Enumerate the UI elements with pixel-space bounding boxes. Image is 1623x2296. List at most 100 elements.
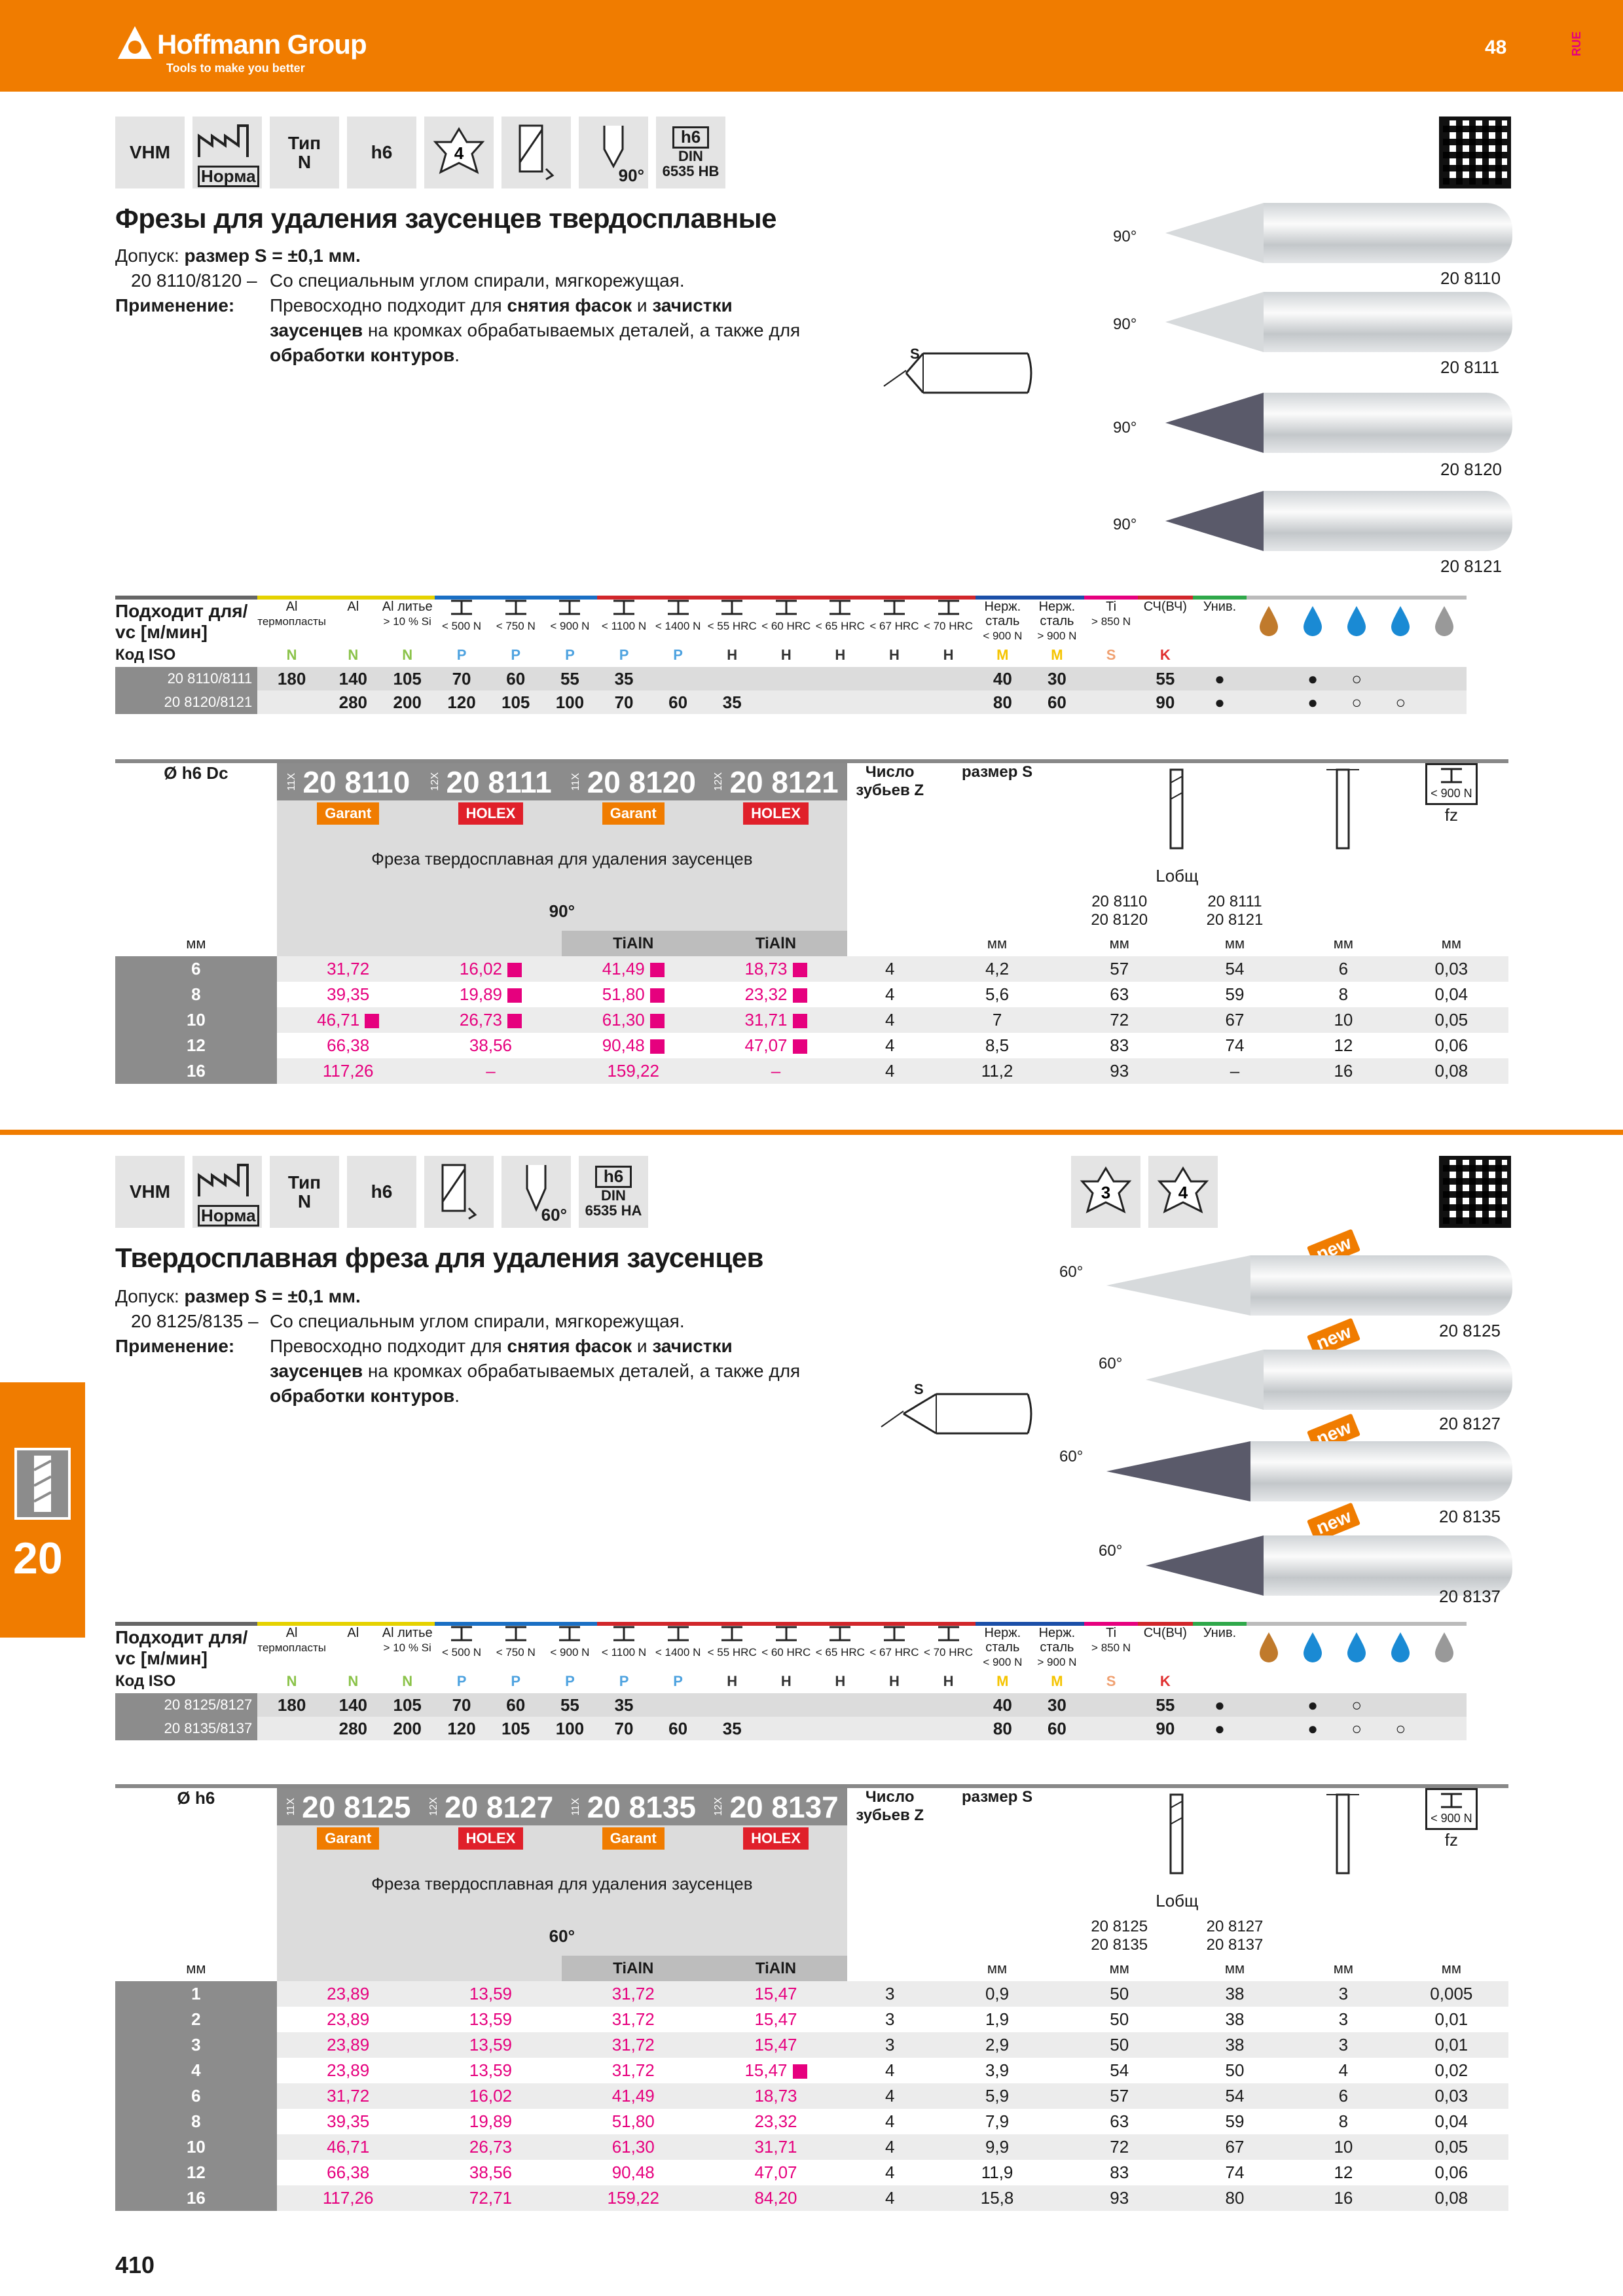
price-cell[interactable]: 39,35 bbox=[327, 984, 370, 1004]
price-cell[interactable]: 61,30 bbox=[611, 2137, 655, 2157]
price-cell[interactable]: 19,89 bbox=[469, 2111, 512, 2131]
article-code-cell[interactable]: 11X 20 8110 bbox=[276, 761, 420, 800]
article-code-cell[interactable]: 12X 20 8137 bbox=[704, 1786, 847, 1825]
article-code-cell[interactable]: 12X 20 8121 bbox=[704, 761, 847, 800]
price-cell[interactable]: 117,26 bbox=[322, 1061, 374, 1081]
price-cell[interactable]: 31,72 bbox=[611, 2060, 655, 2080]
application-text-1: Превосходно подходит для снятия фасок и … bbox=[270, 295, 801, 365]
price-cell[interactable]: 15,47 bbox=[754, 2035, 797, 2054]
diameter: 8 bbox=[115, 982, 277, 1007]
tool-angle: 90° bbox=[1113, 228, 1137, 245]
price-cell[interactable]: 38,56 bbox=[469, 2162, 512, 2182]
price-cell[interactable]: 31,72 bbox=[611, 2009, 655, 2029]
tolerance-1: Допуск: размер S = ±0,1 мм. bbox=[115, 243, 361, 268]
price-cell[interactable]: 26,73 bbox=[420, 1007, 562, 1033]
price-cell[interactable]: 13,59 bbox=[469, 1984, 512, 2003]
price-cell[interactable]: 39,35 bbox=[327, 2111, 370, 2131]
article-code-cell[interactable]: 11X 20 8125 bbox=[276, 1786, 420, 1825]
price-cell[interactable]: 19,89 bbox=[420, 982, 562, 1007]
material-header: < 900 N bbox=[543, 596, 597, 643]
spec-l2: 38 bbox=[1225, 2035, 1245, 2054]
price-cell[interactable]: 66,38 bbox=[327, 2162, 370, 2182]
price-cell[interactable]: 159,22 bbox=[607, 1061, 659, 1081]
spec-s: 0,9 bbox=[985, 1984, 1010, 2003]
price-cell[interactable]: 31,72 bbox=[327, 2086, 370, 2106]
price-cell[interactable]: 38,56 bbox=[469, 1035, 512, 1055]
price-cell[interactable]: 90,48 bbox=[611, 2162, 655, 2182]
price-cell[interactable]: 18,73 bbox=[754, 2086, 797, 2106]
price-cell[interactable]: 41,49 bbox=[611, 2086, 655, 2106]
iso-code: H bbox=[780, 1673, 792, 1689]
note-codes-2: 20 8125/8135 – bbox=[131, 1311, 259, 1331]
price-cell[interactable]: 16,02 bbox=[420, 956, 562, 982]
price-cell[interactable]: 117,26 bbox=[322, 2188, 374, 2208]
price-cell[interactable]: 51,80 bbox=[562, 982, 704, 1007]
din-number: 6535 HB bbox=[662, 162, 720, 179]
article-code-cell[interactable]: 11X 20 8120 bbox=[562, 761, 705, 800]
article-code-cell[interactable]: 12X 20 8111 bbox=[419, 761, 562, 800]
price-cell[interactable]: 41,49 bbox=[562, 956, 704, 982]
price-cell[interactable]: 46,71 bbox=[277, 1007, 420, 1033]
price-cell[interactable]: 159,22 bbox=[607, 2188, 659, 2208]
spec-z: 4 bbox=[884, 1061, 895, 1081]
iso-code: P bbox=[619, 1673, 629, 1689]
price-cell[interactable]: 13,59 bbox=[469, 2009, 512, 2029]
steel-beam-icon bbox=[830, 1626, 851, 1641]
spec-z: 4 bbox=[884, 2162, 895, 2182]
brand-logo-cell: Garant bbox=[562, 800, 705, 826]
price-cell[interactable]: 46,71 bbox=[327, 2137, 370, 2157]
price-cell[interactable]: 23,32 bbox=[754, 2111, 797, 2131]
cutting-speed: 70 bbox=[614, 692, 634, 712]
material-header: Al bbox=[325, 596, 380, 643]
qr-code-2[interactable] bbox=[1439, 1156, 1511, 1228]
spec-z: 4 bbox=[884, 1010, 895, 1030]
price-cell[interactable]: 31,72 bbox=[611, 1984, 655, 2003]
teeth-count-label: Число зубьев Z bbox=[856, 1788, 924, 1824]
price-cell[interactable]: 23,89 bbox=[327, 2035, 370, 2054]
price-cell[interactable]: 31,72 bbox=[327, 959, 370, 978]
price-cell[interactable]: 16,02 bbox=[469, 2086, 512, 2106]
spec-z: 4 bbox=[884, 2137, 895, 2157]
price-cell[interactable]: 31,72 bbox=[611, 2035, 655, 2054]
price-cell[interactable]: 23,32 bbox=[704, 982, 847, 1007]
price-cell[interactable]: 47,07 bbox=[754, 2162, 797, 2182]
diameter: 16 bbox=[115, 1058, 277, 1084]
price-cell[interactable]: 51,80 bbox=[611, 2111, 655, 2131]
steel-beam-icon bbox=[667, 1626, 689, 1641]
diameter: 8 bbox=[115, 2109, 277, 2134]
price-cell[interactable]: 15,47 bbox=[754, 1984, 797, 2003]
teeth-count-label: Число зубьев Z bbox=[856, 763, 924, 799]
price-cell[interactable]: 66,38 bbox=[327, 1035, 370, 1055]
price-cell[interactable]: 47,07 bbox=[704, 1033, 847, 1058]
price-cell[interactable]: 23,89 bbox=[327, 1984, 370, 2003]
price-cell[interactable]: 31,71 bbox=[754, 2137, 797, 2157]
cutting-speed: 80 bbox=[993, 692, 1012, 712]
coating: TiAlN bbox=[562, 1956, 705, 1981]
price-cell[interactable]: 90,48 bbox=[562, 1033, 704, 1058]
price-cell[interactable]: 13,59 bbox=[469, 2035, 512, 2054]
price-cell[interactable]: – bbox=[771, 1061, 781, 1081]
chapter-tab[interactable]: 20 bbox=[0, 1382, 85, 1638]
tool-shank bbox=[1264, 1350, 1512, 1410]
price-cell[interactable]: 15,47 bbox=[754, 2009, 797, 2029]
price-cell[interactable]: 26,73 bbox=[469, 2137, 512, 2157]
price-cell[interactable]: 15,47 bbox=[704, 2058, 847, 2083]
price-cell[interactable]: – bbox=[486, 1061, 496, 1081]
price-cell[interactable]: 23,89 bbox=[327, 2060, 370, 2080]
tool-shank bbox=[1264, 203, 1512, 263]
steel-beam-icon bbox=[559, 600, 581, 615]
price-cell[interactable]: 61,30 bbox=[562, 1007, 704, 1033]
price-cell[interactable]: 72,71 bbox=[469, 2188, 512, 2208]
price-cell[interactable]: 31,71 bbox=[704, 1007, 847, 1033]
price-cell[interactable]: 13,59 bbox=[469, 2060, 512, 2080]
angle-60-icon: 60° bbox=[501, 1156, 571, 1228]
article-code-cell[interactable]: 12X 20 8127 bbox=[419, 1786, 562, 1825]
price-cell[interactable]: 18,73 bbox=[704, 956, 847, 982]
price-cell[interactable]: 23,89 bbox=[327, 2009, 370, 2029]
price-cell[interactable]: 84,20 bbox=[754, 2188, 797, 2208]
qr-code-1[interactable] bbox=[1439, 117, 1511, 188]
article-code-cell[interactable]: 11X 20 8135 bbox=[562, 1786, 705, 1825]
